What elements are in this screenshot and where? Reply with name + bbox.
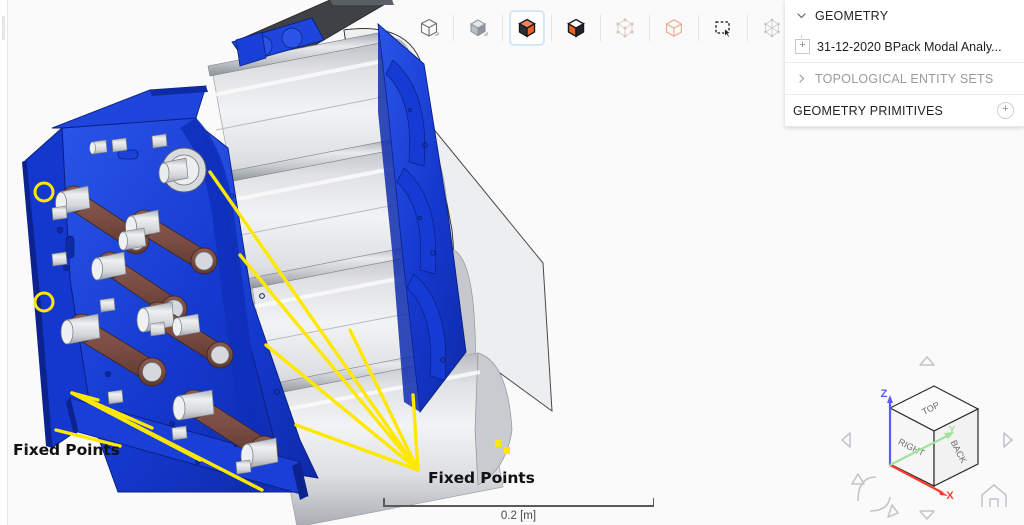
axis-label-x: X (946, 490, 954, 502)
transparent-cube-icon[interactable] (657, 11, 691, 45)
toolbar-divider (600, 14, 601, 41)
tree-section-geometry-primitives-label: GEOMETRY PRIMITIVES (793, 103, 944, 118)
shaded-with-edges-cube-icon[interactable] (510, 10, 544, 45)
pin-main-hub (158, 147, 207, 193)
tree-section-topological-entity-sets-label: TOPOLOGICAL ENTITY SETS (815, 71, 994, 86)
point-cloud-cube-icon[interactable] (608, 11, 642, 45)
toolbar-divider (747, 14, 748, 41)
chevron-right-icon[interactable] (793, 71, 809, 87)
axis-triad: Z X Y (881, 388, 956, 502)
wireframe-cube-icon[interactable] (412, 11, 446, 45)
axis-label-z: Z (881, 388, 888, 400)
toolbar-divider (551, 14, 552, 41)
annotation-label-fixed-points-right: Fixed Points (428, 469, 535, 487)
scale-bar-line (383, 498, 654, 507)
model-tree-panel[interactable]: GEOMETRY + 31-12-2020 BPack Modal Analy.… (785, 0, 1024, 127)
frame-rail-right (377, 22, 467, 414)
add-geometry-primitive-button[interactable]: + (997, 102, 1014, 119)
toolbar-divider (698, 14, 699, 41)
scale-bar-cap-right (652, 498, 654, 507)
tree-section-geometry-primitives[interactable]: GEOMETRY PRIMITIVES + (785, 95, 1024, 126)
render-mode-toolbar[interactable] (405, 6, 796, 49)
mesh-nodes-icon[interactable] (755, 11, 789, 45)
tree-item-geometry-model-label: 31-12-2020 BPack Modal Analy... (817, 39, 1002, 54)
orientation-cube[interactable]: TOP RIGHT BACK (888, 385, 980, 487)
fixed-point-dots (495, 440, 510, 454)
tree-divider (785, 94, 1024, 95)
surface-cube-icon[interactable] (559, 11, 593, 45)
tree-panel-footer-divider (785, 126, 1024, 127)
scale-bar-value: 0.2 [m] (500, 510, 537, 522)
toolbar-divider (453, 14, 454, 41)
chevron-down-icon[interactable] (793, 8, 809, 24)
toolbar-divider (649, 14, 650, 41)
nav-home[interactable] (981, 484, 1007, 507)
left-panel-collapsed-edge[interactable] (0, 0, 8, 525)
scale-bar-cap-left (383, 498, 385, 507)
axis-label-y: Y (949, 425, 956, 436)
model-geometry-group (22, 0, 553, 525)
nav-arrow-left (841, 432, 851, 448)
view-navigation-cube[interactable]: TOP RIGHT BACK Z X Y (836, 353, 1022, 525)
tree-section-geometry[interactable]: GEOMETRY (785, 0, 1024, 31)
annotation-leaders (54, 170, 420, 492)
frame-top-bracket (235, 31, 267, 67)
shaded-cube-icon[interactable] (461, 11, 495, 45)
tree-section-topological-entity-sets[interactable]: TOPOLOGICAL ENTITY SETS (785, 63, 1024, 94)
left-panel-handle[interactable] (2, 16, 5, 40)
nav-rotate-ccw[interactable] (851, 473, 899, 518)
tree-divider (785, 62, 1024, 63)
nav-arrow-down (919, 510, 935, 520)
nav-arrow-right (1003, 432, 1013, 448)
scale-bar: 0.2 [m] (383, 498, 654, 522)
annotation-label-fixed-points-left: Fixed Points (13, 441, 120, 459)
pins-group (51, 27, 303, 475)
box-select-icon[interactable] (706, 11, 740, 45)
toolbar-divider (502, 14, 503, 41)
expand-plus-icon[interactable]: + (795, 35, 810, 54)
tree-item-geometry-model[interactable]: + 31-12-2020 BPack Modal Analy... (785, 31, 1024, 62)
fixed-point-highlights (33, 181, 55, 313)
tree-section-geometry-label: GEOMETRY (815, 8, 889, 23)
nav-arrow-up (919, 356, 935, 366)
